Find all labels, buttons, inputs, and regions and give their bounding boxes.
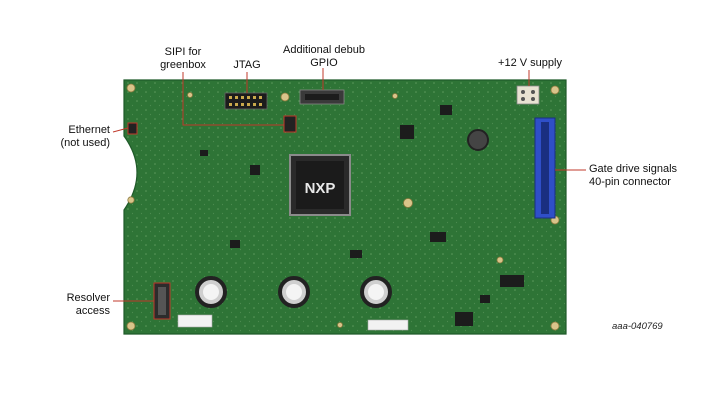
label-gate-line2: 40-pin connector — [589, 176, 671, 188]
label-gate-line1: Gate drive signals — [589, 163, 678, 175]
nxp-logo: NXP — [305, 180, 336, 197]
label-supply: +12 V supply — [488, 57, 572, 70]
label-ethernet: Ethernet (not used) — [44, 124, 110, 150]
label-sipi-line1: SIPI for — [164, 46, 202, 58]
jtag-header — [224, 92, 268, 110]
leader-lines — [112, 68, 586, 302]
label-sipi-line2: greenbox — [160, 59, 206, 71]
capacitors — [195, 129, 489, 308]
label-ethernet-line1: Ethernet — [68, 124, 110, 136]
mounting-holes — [126, 83, 560, 331]
nxp-processor — [289, 154, 351, 216]
ethernet-connector — [127, 122, 138, 135]
label-debug-line1: Additional debub — [283, 44, 365, 56]
board-sticker-right — [367, 319, 409, 331]
label-jtag: JTAG — [222, 59, 272, 72]
supply-connector — [516, 85, 540, 105]
figure-id: aaa-040769 — [612, 321, 663, 332]
resolver-connector — [153, 282, 171, 320]
label-resolver: Resolver access — [48, 292, 110, 318]
label-debug-line2: GPIO — [310, 57, 338, 69]
label-sipi: SIPI for greenbox — [146, 46, 220, 72]
label-gate-drive: Gate drive signals 40-pin connector — [589, 163, 715, 189]
label-resolver-line2: access — [75, 305, 110, 317]
sipi-connector — [283, 115, 297, 133]
small-components — [200, 105, 524, 326]
label-supply-text: +12 V supply — [498, 57, 562, 69]
label-jtag-text: JTAG — [233, 59, 261, 71]
label-debug: Additional debub GPIO — [276, 44, 372, 70]
gate-drive-connector — [534, 117, 556, 219]
board-sticker-left — [177, 314, 213, 328]
label-resolver-line1: Resolver — [66, 292, 110, 304]
label-ethernet-line2: (not used) — [60, 137, 110, 149]
debug-gpio-header — [299, 89, 345, 105]
